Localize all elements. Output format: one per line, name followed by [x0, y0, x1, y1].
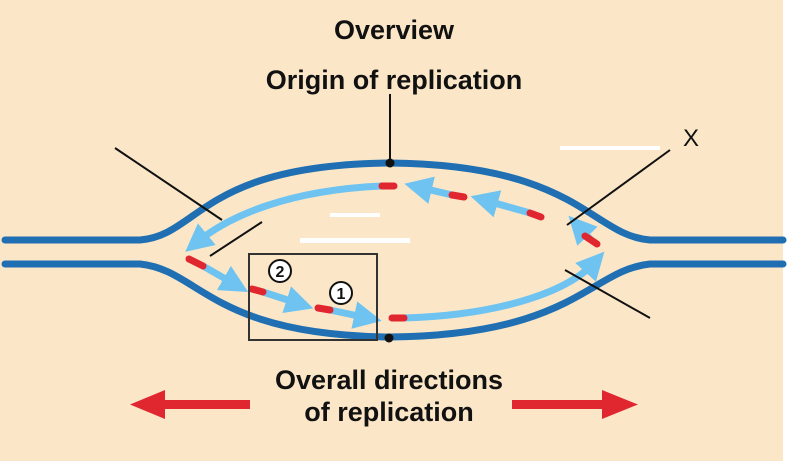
origin-of-replication-label: Origin of replication [266, 65, 523, 95]
primer-okazaki-top-3 [581, 232, 601, 248]
direction-arrow-right [512, 390, 638, 419]
whiteout-gap-1 [330, 213, 380, 217]
zoom-box [248, 253, 378, 341]
primer-okazaki-top-1 [448, 191, 468, 201]
origin-dot-top [385, 158, 395, 168]
svg-text:2: 2 [276, 264, 285, 281]
leading-strand-bottom [401, 251, 605, 322]
step-marker-1: 1 [329, 281, 353, 305]
direction-arrow-left [130, 390, 250, 419]
directions-label-line-1: Overall directions [275, 365, 503, 395]
pointer-line-top-left [114, 147, 223, 221]
whiteout-gap-3 [560, 146, 660, 150]
background-right-strip [783, 0, 793, 461]
pointer-line-x [566, 149, 671, 226]
whiteout-gap-2 [300, 238, 410, 243]
primer-okazaki-bottom-2 [248, 285, 267, 296]
primer-okazaki-bottom-3 [314, 304, 334, 314]
okazaki-fragment-top-1 [404, 176, 453, 204]
pointer-line-bottom-right [564, 269, 651, 319]
origin-dot-bottom [384, 333, 394, 343]
okazaki-fragment-bottom-1 [201, 262, 249, 292]
marker-x-label: X [683, 125, 699, 152]
title-overview: Overview [334, 15, 455, 45]
svg-text:1: 1 [337, 286, 346, 303]
okazaki-fragment-bottom-3 [329, 301, 382, 329]
primer-okazaki-bottom-1 [185, 255, 207, 270]
primer-okazaki-top-2 [526, 209, 545, 221]
leading-strand-top [185, 182, 383, 252]
pointer-line-mid-left [209, 221, 263, 257]
okazaki-fragment-top-2 [470, 190, 531, 218]
step-marker-2: 2 [268, 259, 292, 283]
okazaki-fragment-bottom-2 [261, 286, 314, 313]
directions-label-line-2: of replication [304, 397, 474, 427]
